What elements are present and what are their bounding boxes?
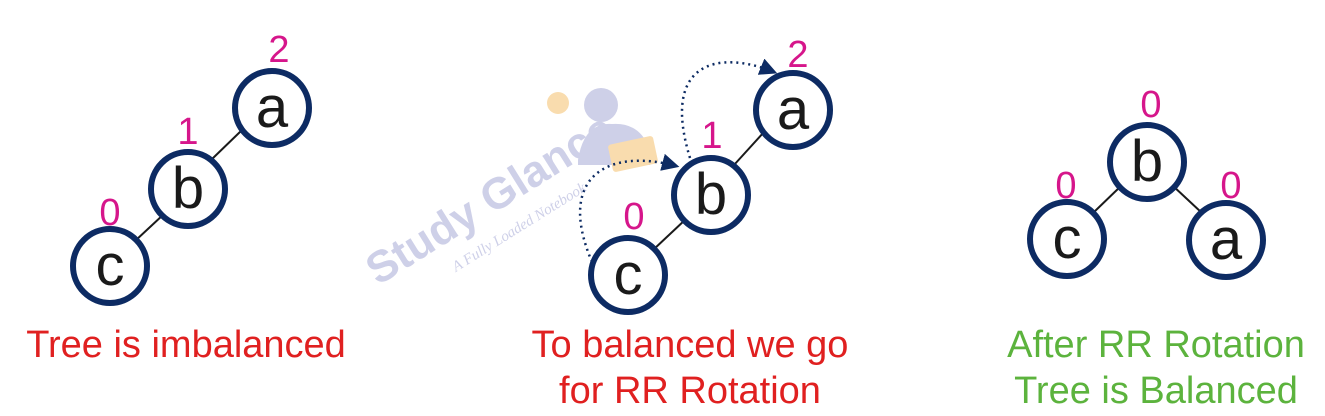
balance-factor-b: 1	[177, 111, 198, 153]
caption-panel-2-line-2: for RR Rotation	[559, 370, 821, 412]
svg-text:a: a	[256, 75, 289, 140]
balance-factor-a: 2	[268, 29, 289, 71]
balance-factor-c: 0	[99, 192, 120, 234]
node-b: b	[1107, 122, 1187, 202]
caption-panel-3-line-1: After RR Rotation	[1007, 324, 1305, 366]
edge-b-c	[652, 218, 687, 251]
panel-imbalanced: a b c 2 1 0 Tree is imbalanced	[26, 29, 346, 366]
svg-text:b: b	[1131, 129, 1163, 194]
node-c: c	[70, 226, 150, 306]
svg-text:c: c	[1053, 206, 1082, 271]
edge-b-c	[134, 213, 165, 242]
balance-factor-a: 2	[787, 34, 808, 76]
balance-factor-b: 1	[701, 115, 722, 157]
svg-text:b: b	[695, 162, 727, 227]
node-a: a	[1186, 200, 1266, 280]
balance-factor-a: 0	[1220, 165, 1241, 207]
balance-factor-c: 0	[623, 196, 644, 238]
rotation-arrow-lower	[578, 153, 680, 263]
edge-a-b	[210, 129, 243, 161]
svg-text:c: c	[614, 242, 643, 307]
panel-balanced: b c a 0 0 0 After RR Rotation Tree is Ba…	[1007, 84, 1305, 412]
svg-text:b: b	[172, 156, 204, 221]
edge-b-c	[1092, 184, 1123, 214]
svg-text:a: a	[1210, 207, 1243, 272]
watermark-brand: Study Glance	[357, 104, 621, 295]
caption-panel-2-line-1: To balanced we go	[532, 324, 849, 366]
node-c: c	[1027, 199, 1107, 279]
balance-factor-b: 0	[1140, 84, 1161, 126]
balance-factor-c: 0	[1055, 165, 1076, 207]
caption-panel-3-line-2: Tree is Balanced	[1014, 370, 1298, 412]
node-b: b	[148, 149, 228, 229]
edge-a-b	[733, 131, 765, 166]
node-a: a	[753, 70, 833, 150]
edge-b-a	[1171, 184, 1203, 214]
node-c: c	[588, 235, 668, 315]
svg-text:a: a	[777, 77, 810, 142]
panel-rotation: a b c 2 1 0 To balanced we go for RR Rot…	[532, 34, 849, 412]
svg-text:c: c	[96, 233, 125, 298]
caption-panel-1: Tree is imbalanced	[26, 324, 346, 366]
node-b: b	[671, 155, 751, 235]
node-a: a	[232, 68, 312, 148]
